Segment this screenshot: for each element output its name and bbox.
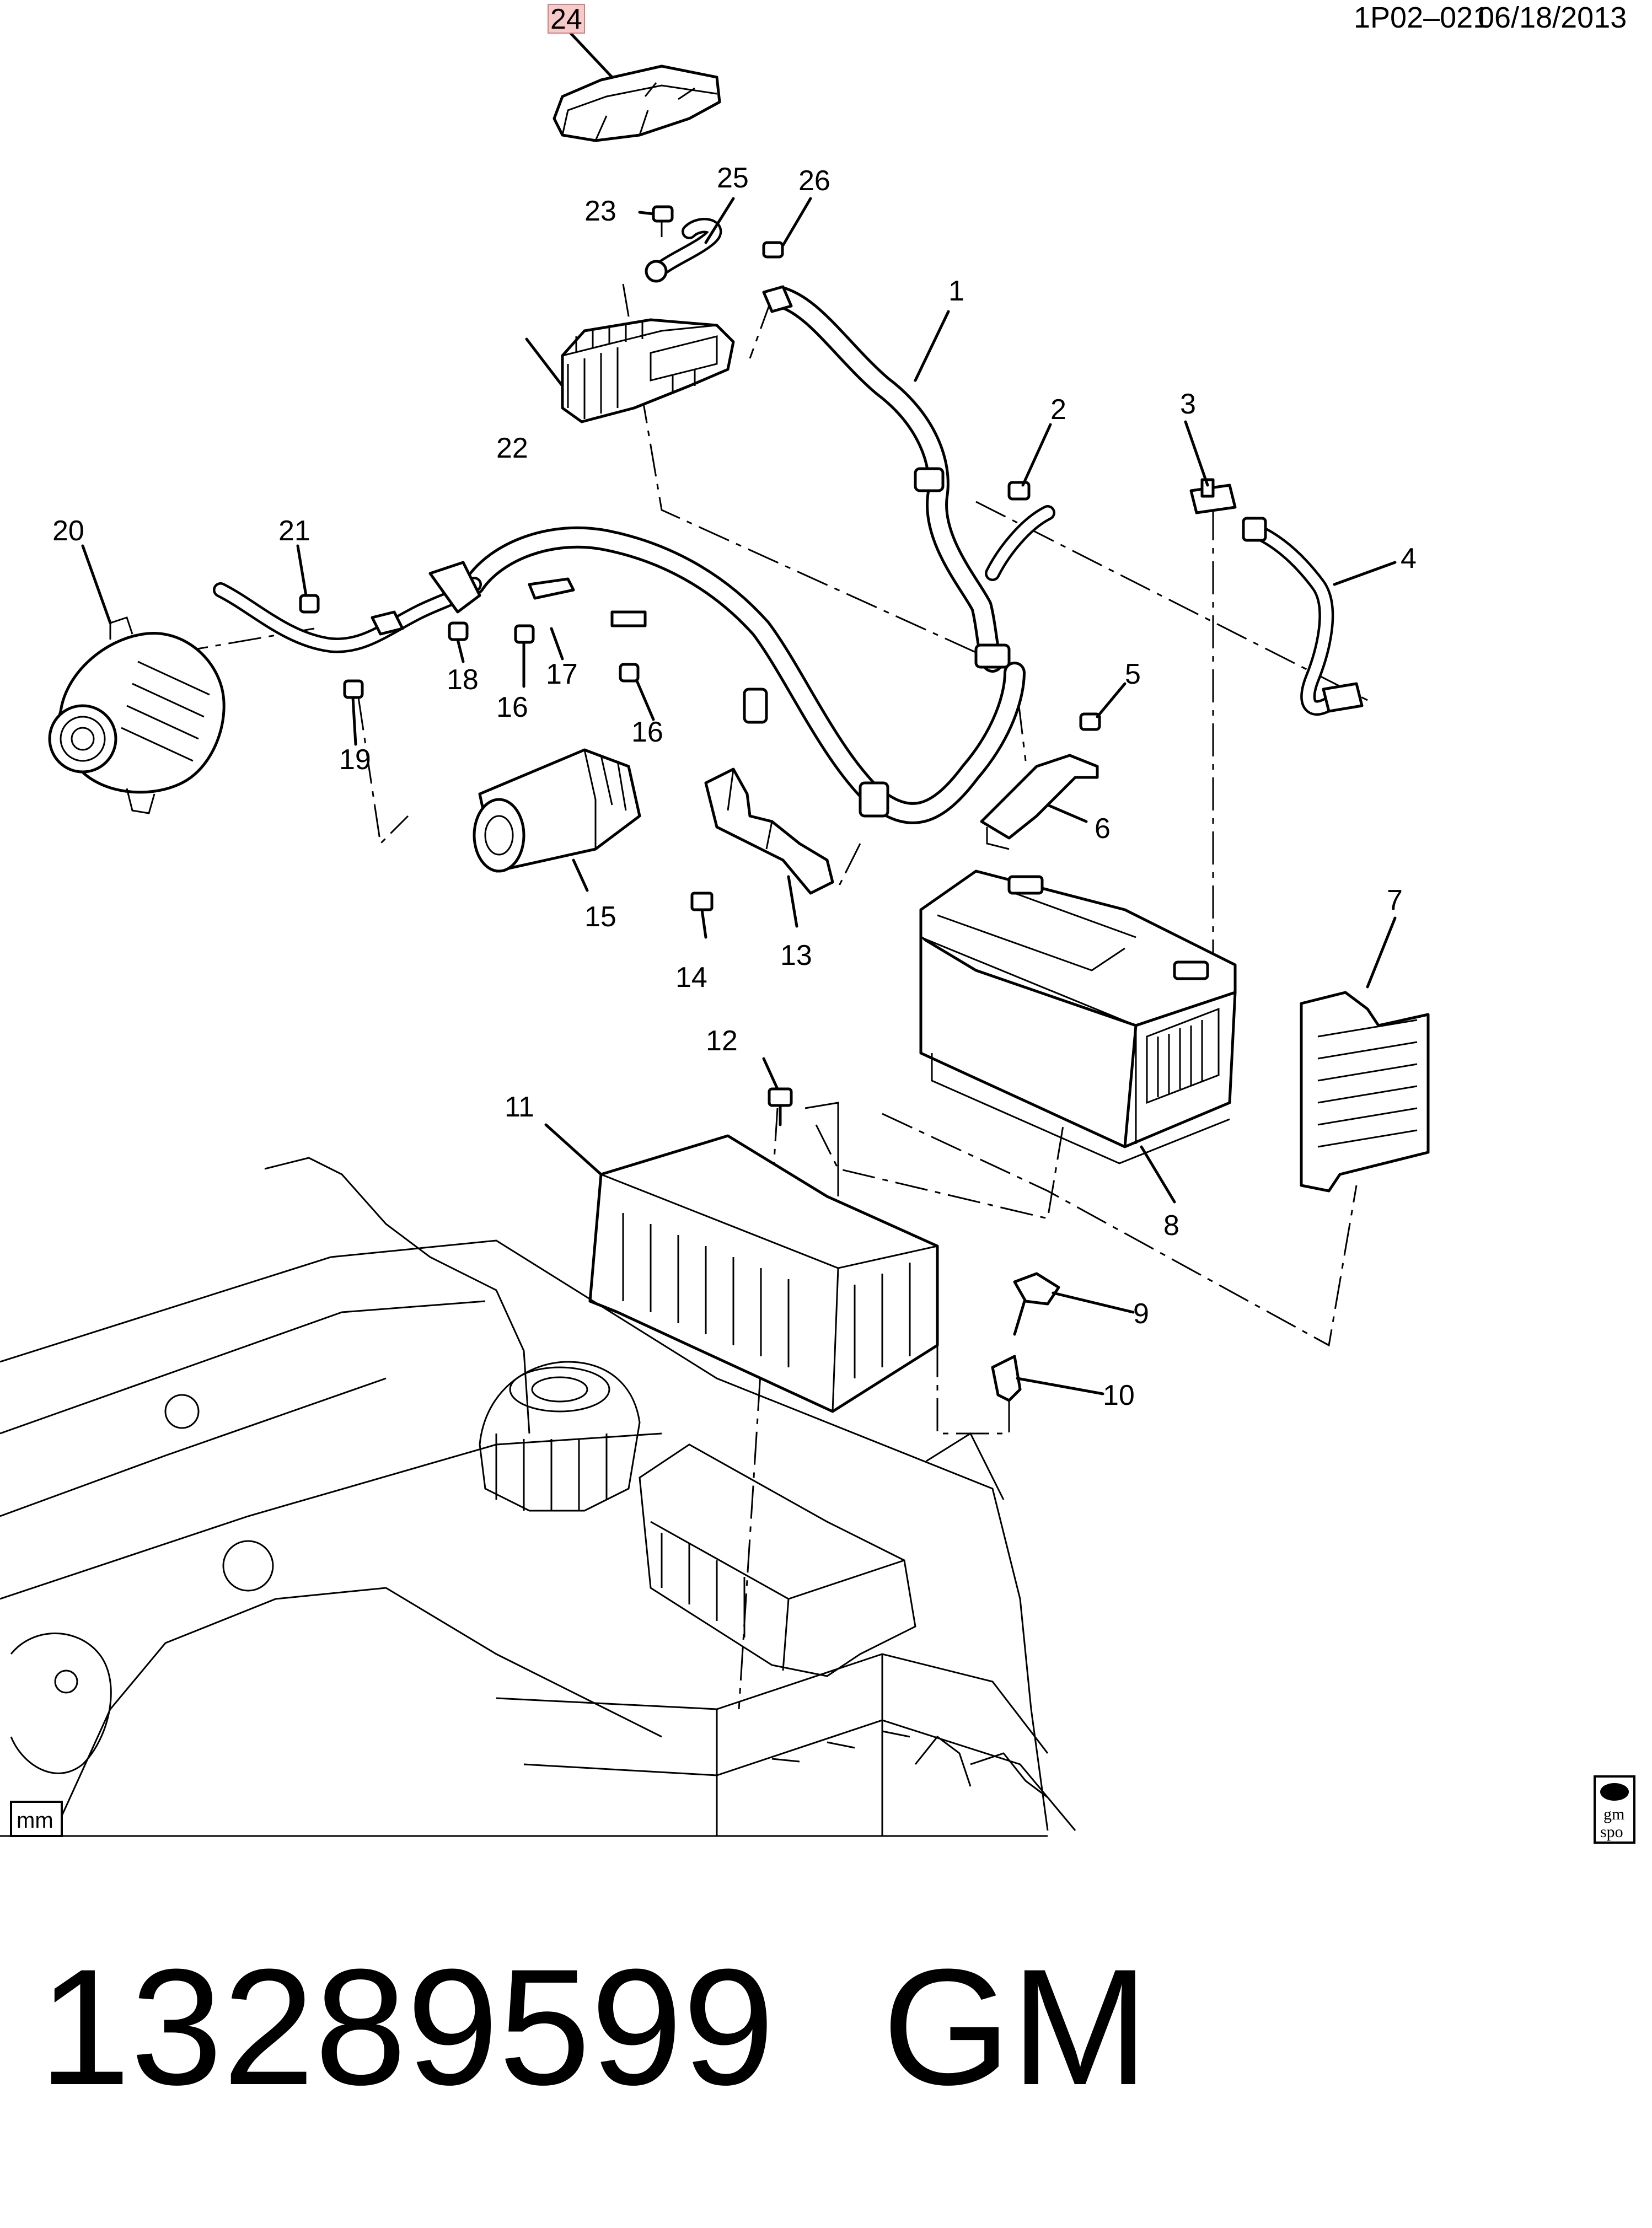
leader-lines [81, 29, 1397, 1395]
callout-24: 24 [550, 3, 582, 35]
callout-6: 6 [1095, 813, 1111, 845]
nut-19 [343, 679, 364, 699]
callout-13: 13 [780, 939, 812, 971]
callout-15: 15 [584, 901, 616, 933]
battery-heat-shield [1300, 991, 1430, 1193]
nut-16b [619, 663, 640, 683]
battery-sensor-clip [991, 1355, 1022, 1402]
bolt-14 [690, 892, 714, 939]
battery-tray [588, 1102, 939, 1413]
callout-24-highlight [548, 4, 585, 34]
nut-16a [514, 624, 535, 644]
battery-sensor [1013, 1272, 1060, 1336]
gmspo-badge: gm spo [1594, 1775, 1635, 1844]
nut-23 [652, 205, 674, 237]
part-number: 13289599 [39, 1934, 775, 2119]
callout-5: 5 [1125, 658, 1141, 690]
callout-20: 20 [52, 515, 84, 547]
cable-bracket [704, 767, 834, 895]
callout-23: 23 [584, 195, 616, 227]
battery-terminal-bolt [1189, 478, 1237, 514]
starter-motor [473, 748, 641, 873]
callout-14: 14 [675, 962, 707, 994]
negative-battery-cable [1242, 517, 1364, 716]
fuse-block-jumper-cable [645, 218, 722, 283]
positive-battery-cable [762, 285, 1055, 673]
fuse-block [561, 318, 735, 423]
callout-7: 7 [1387, 884, 1403, 916]
callout-2: 2 [1050, 394, 1066, 426]
diagram-date: 06/18/2013 [1478, 1, 1627, 34]
fuse-block-cover [553, 65, 721, 142]
callout-9: 9 [1133, 1298, 1149, 1330]
callout-1: 1 [948, 275, 964, 307]
mm-badge: mm [10, 1801, 63, 1837]
mm-badge-label: mm [17, 1808, 53, 1833]
callout-10: 10 [1103, 1379, 1135, 1411]
callout-25: 25 [717, 162, 749, 194]
generator [48, 616, 226, 814]
battery-hold-down-bracket [980, 754, 1099, 850]
nut-18 [448, 621, 469, 641]
callout-labels: 24 25 26 23 1 2 3 4 5 6 7 8 9 10 11 12 1… [52, 3, 1417, 1411]
callout-3: 3 [1180, 388, 1196, 420]
vehicle-body-structure [0, 1157, 1076, 1837]
alignment-lines [187, 283, 1368, 1710]
callout-11: 11 [505, 1091, 534, 1123]
nut-26 [762, 241, 784, 259]
callout-26: 26 [798, 165, 830, 197]
callout-18: 18 [447, 664, 479, 696]
callout-12: 12 [706, 1025, 738, 1057]
callout-22: 22 [496, 432, 528, 464]
callout-16-left: 16 [496, 691, 528, 723]
diagram-ref-code: 1P02–021 [1354, 1, 1489, 34]
gmspo-badge-top: gm [1603, 1805, 1624, 1823]
battery [919, 869, 1237, 1164]
brand-label: GM [882, 1934, 1149, 2119]
callout-8: 8 [1163, 1210, 1179, 1242]
starter-generator-cable [213, 526, 1026, 824]
callout-19: 19 [339, 744, 371, 776]
nut-2 [1007, 481, 1031, 501]
nut-5 [1079, 712, 1101, 731]
callout-16-right: 16 [631, 716, 663, 748]
callout-17: 17 [546, 658, 578, 690]
callout-4: 4 [1401, 543, 1417, 575]
callout-21: 21 [278, 515, 310, 547]
gmspo-badge-bottom: spo [1600, 1823, 1623, 1841]
nut-21 [299, 594, 320, 614]
bolt-12 [768, 1087, 793, 1126]
